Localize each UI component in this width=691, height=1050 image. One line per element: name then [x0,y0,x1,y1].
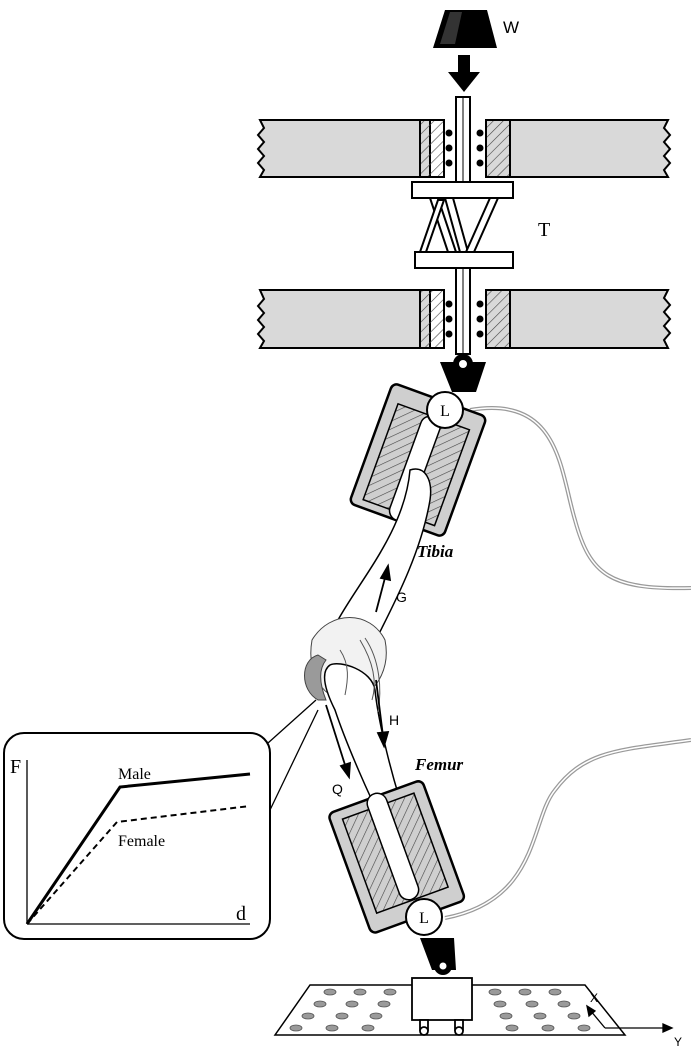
inset-graph-frame [3,732,271,940]
load-cell-bottom [405,898,443,936]
load-cell-top-label: L [440,403,450,420]
tensioner-linkage [411,181,514,355]
femur-label: Femur [414,755,464,774]
load-cell-top [426,391,464,429]
upper-ball-joint [440,354,486,392]
weight-label: W [503,18,519,37]
load-cell-bottom-label: L [419,910,429,927]
inset-series-female-line [26,805,251,925]
weight-block [433,10,497,48]
femur-potting-fixture [328,780,466,934]
inset-series-female-label: Female [118,833,165,850]
lower-ball-joint [420,938,456,975]
xy-base-plate [273,984,627,1036]
base-carriage-block [411,977,473,1036]
load-direction-arrow [448,55,480,92]
tensioner-label: T [538,219,550,241]
sensor-cables [444,406,691,920]
inset-callout-lines [267,699,319,811]
load-shaft [455,96,471,183]
inset-y-axis-label: F [10,756,21,778]
tibia-label: Tibia [417,542,454,561]
axis-x-label: X [590,991,598,1005]
force-label-q: Q [332,781,343,797]
inset-x-axis-label: d [236,903,246,925]
force-arrow-q [325,704,351,780]
force-label-g: G [396,589,407,605]
upper-guide-plate [256,119,672,178]
xy-axes [586,1004,674,1034]
inset-series-male-label: Male [118,766,151,783]
upper-bearing-balls [445,129,484,167]
lower-guide-plate [256,289,672,349]
lower-bearing-balls [445,300,484,338]
inset-graph-axes [26,760,250,925]
axis-y-label: Y [674,1035,682,1049]
force-arrow-h [375,679,390,749]
force-label-h: H [389,712,399,728]
force-arrow-g [375,563,392,613]
inset-series-male-line [25,772,251,925]
